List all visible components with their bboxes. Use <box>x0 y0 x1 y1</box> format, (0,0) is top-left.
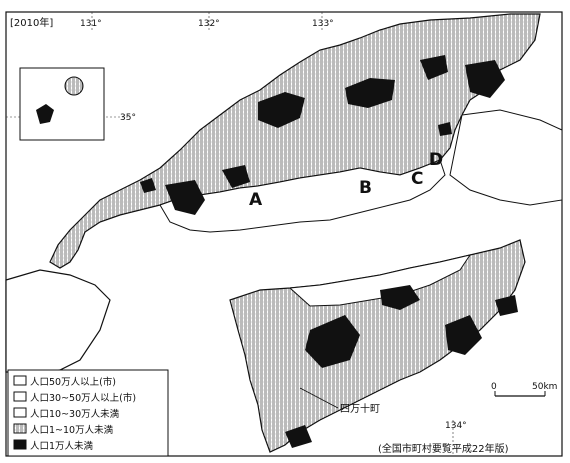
scale-bar: 0 50km <box>491 382 557 397</box>
legend-item: 人口50万人以上(市) <box>13 375 116 388</box>
source-note: (全国市町村要覧平成22年版) <box>378 442 509 455</box>
longitude-133: 133° <box>312 19 334 29</box>
svg-text:人口1~10万人未満: 人口1~10万人未満 <box>30 424 114 436</box>
low-population-areas <box>140 55 518 448</box>
legend-item: 人口1万人未満 <box>13 439 94 452</box>
shikoku-urban <box>288 254 472 307</box>
region-label-c: C <box>411 169 423 189</box>
urban-coast <box>159 159 446 233</box>
place-leader-line <box>299 387 339 409</box>
latitude-35: 35° <box>120 113 136 123</box>
svg-text:人口50万人以上(市): 人口50万人以上(市) <box>30 376 116 388</box>
legend-item: 人口10~30万人未満 <box>13 407 120 420</box>
year-label: [2010年] <box>10 16 53 29</box>
place-label: 四万十町 <box>340 402 380 415</box>
svg-text:人口30~50万人以上(市): 人口30~50万人以上(市) <box>30 392 136 404</box>
longitude-134: 134° <box>445 421 467 431</box>
scale-zero: 0 <box>491 382 497 392</box>
svg-text:人口10~30万人未満: 人口10~30万人未満 <box>30 408 120 420</box>
region-label-a: A <box>249 190 263 210</box>
region-label-b: B <box>359 178 372 198</box>
legend-item: 人口1~10万人未満 <box>13 423 114 436</box>
scale-distance: 50km <box>532 382 557 392</box>
longitude-131: 131° <box>80 19 102 29</box>
inset-map <box>19 67 105 141</box>
longitude-132: 132° <box>198 19 220 29</box>
region-label-d: D <box>429 150 443 170</box>
svg-text:人口1万人未満: 人口1万人未満 <box>30 440 94 452</box>
legend: 人口50万人以上(市) 人口30~50万人以上(市) 人口10~30万人未満 人… <box>7 369 169 457</box>
kinki-edge <box>449 109 563 206</box>
legend-item: 人口30~50万人以上(市) <box>13 391 136 404</box>
